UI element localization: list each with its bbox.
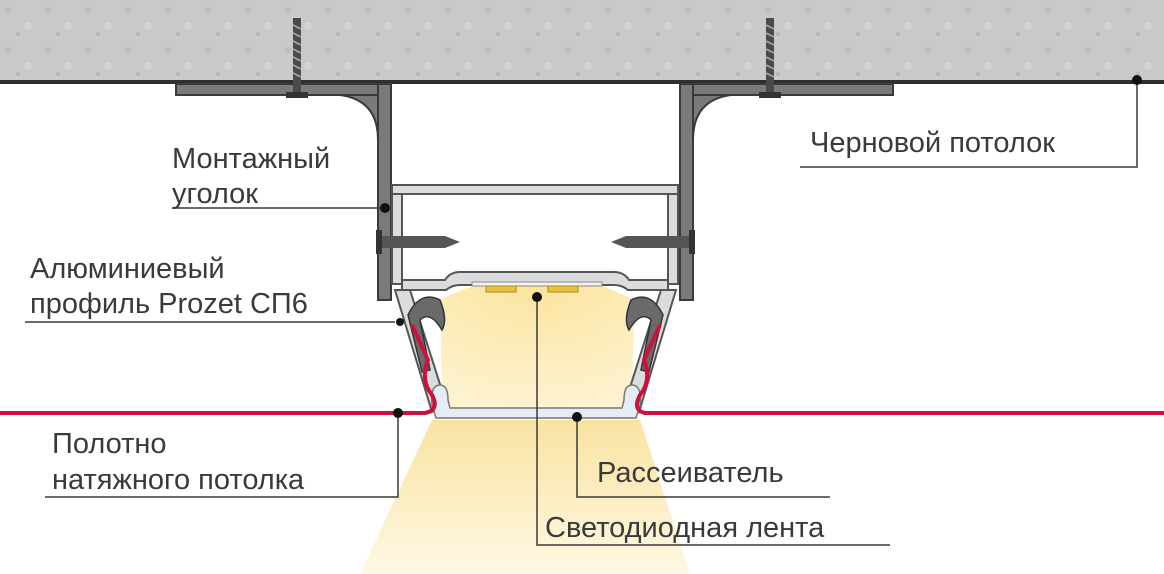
label-mounting-bracket-line1: Монтажный	[172, 143, 330, 175]
label-stretch-canvas-line2: натяжного потолка	[52, 464, 305, 496]
right-mounting-bracket	[679, 83, 894, 301]
led-chip	[485, 285, 517, 293]
label-aluminum-profile-line2: профиль Prozet СП6	[30, 288, 308, 320]
stretch-canvas	[0, 324, 1164, 415]
light-cone	[360, 420, 690, 574]
ceiling-edge-line	[0, 80, 1164, 84]
label-led-strip: Светодиодная лента	[545, 512, 825, 544]
harpoon-right	[625, 296, 664, 373]
ceiling-screw-left	[286, 18, 308, 98]
label-rough-ceiling: Черновой потолок	[810, 127, 1055, 159]
leader-lines	[25, 80, 1138, 546]
led-chip	[547, 285, 579, 293]
harpoon-left	[407, 296, 446, 373]
ceiling-screw-right	[759, 18, 781, 98]
label-stretch-canvas-line1: Полотно	[52, 428, 167, 460]
diffuser	[430, 384, 642, 419]
label-aluminum-profile-line1: Алюминиевый	[30, 253, 225, 285]
label-mounting-bracket-line2: уголок	[172, 178, 258, 210]
profile-screw-left	[376, 230, 460, 254]
label-diffuser: Рассеиватель	[597, 457, 784, 489]
rough-ceiling-slab	[0, 0, 1164, 82]
leader-dots	[380, 75, 1142, 422]
profile-screw-right	[611, 230, 695, 254]
led-strip-board	[471, 281, 603, 287]
